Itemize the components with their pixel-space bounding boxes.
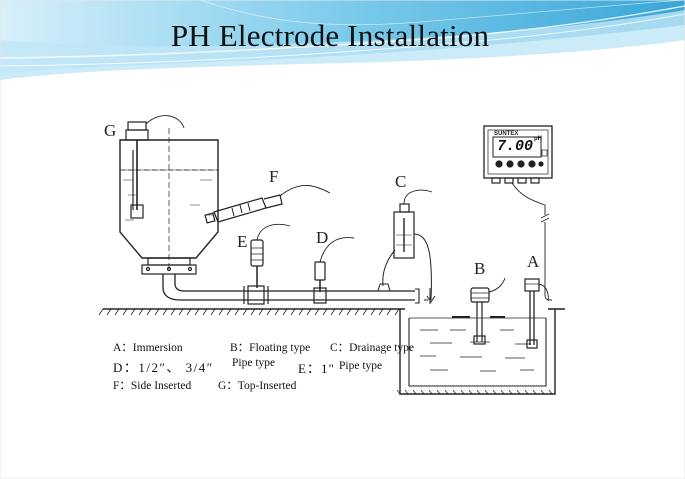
- legend-c: C：Drainage type: [330, 342, 414, 354]
- label-d: D: [316, 228, 329, 247]
- legend-b: B：Floating type: [230, 342, 311, 354]
- electrode-d: [314, 237, 355, 292]
- meter-reading: 7.00: [497, 138, 534, 155]
- pipe: [162, 274, 431, 305]
- meter-brand: SUNTEX: [494, 131, 519, 137]
- legend-e-suffix: Pipe type: [339, 360, 383, 372]
- label-c: C: [395, 172, 407, 191]
- ph-meter: [483, 125, 553, 184]
- label-f: F: [269, 167, 279, 186]
- ground-line: [98, 308, 565, 316]
- label-g: G: [104, 121, 117, 140]
- legend-d: D：1/2″、 3/4″: [113, 360, 214, 375]
- legend-a: A：Immersion: [113, 342, 183, 354]
- electrode-c: [382, 189, 436, 303]
- legend-e: E：1": [298, 361, 335, 376]
- page-title: PH Electrode Installation: [170, 18, 490, 53]
- electrode-e: [250, 223, 291, 288]
- legend-f: F：Side Inserted: [113, 380, 192, 392]
- label-a: A: [527, 252, 540, 271]
- label-b: B: [474, 259, 486, 278]
- electrode-f: [204, 185, 331, 224]
- legend-d-suffix: Pipe type: [232, 357, 276, 369]
- legend-g: G：Top-Inserted: [218, 380, 297, 392]
- electrode-b: [452, 277, 506, 345]
- label-e: E: [237, 232, 248, 251]
- meter-cable: [511, 182, 553, 301]
- tank: [119, 115, 219, 275]
- meter-unit: pH: [534, 136, 542, 142]
- basin: [396, 309, 556, 395]
